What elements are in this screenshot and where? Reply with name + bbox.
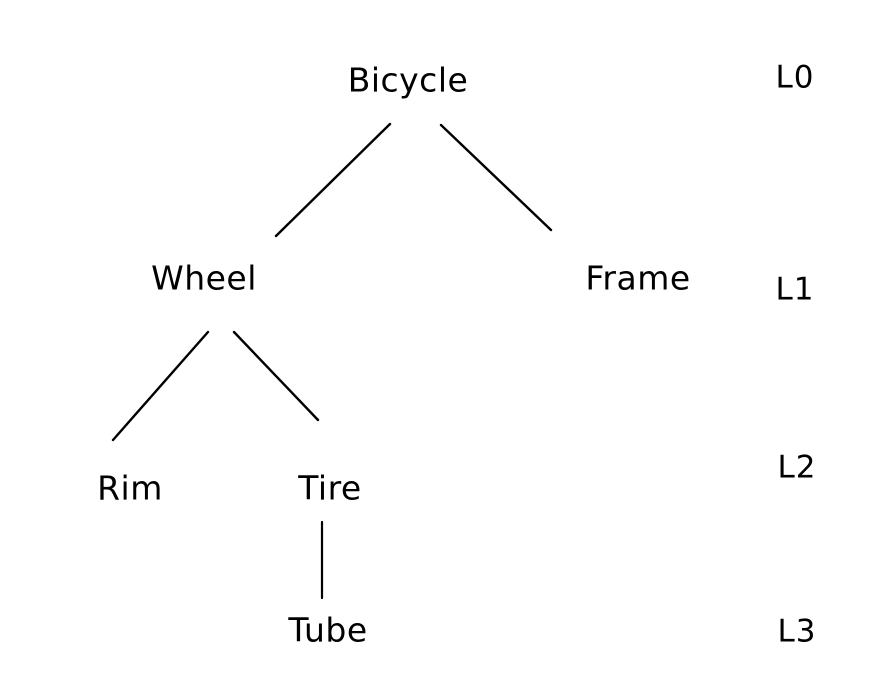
node-frame: Frame: [585, 258, 691, 298]
level-label-l0: L0: [775, 59, 815, 96]
edge-wheel-rim: [111, 330, 210, 442]
edge-bicycle-frame: [439, 123, 553, 232]
node-tube: Tube: [288, 610, 368, 650]
level-label-l1: L1: [775, 271, 815, 308]
level-label-l2: L2: [777, 449, 817, 486]
node-wheel: Wheel: [151, 258, 257, 298]
node-tire: Tire: [298, 468, 362, 508]
edge-wheel-tire: [232, 330, 320, 422]
edge-bicycle-wheel: [274, 122, 392, 238]
level-label-l3: L3: [777, 613, 817, 650]
node-bicycle: Bicycle: [347, 60, 469, 100]
node-rim: Rim: [97, 468, 163, 508]
